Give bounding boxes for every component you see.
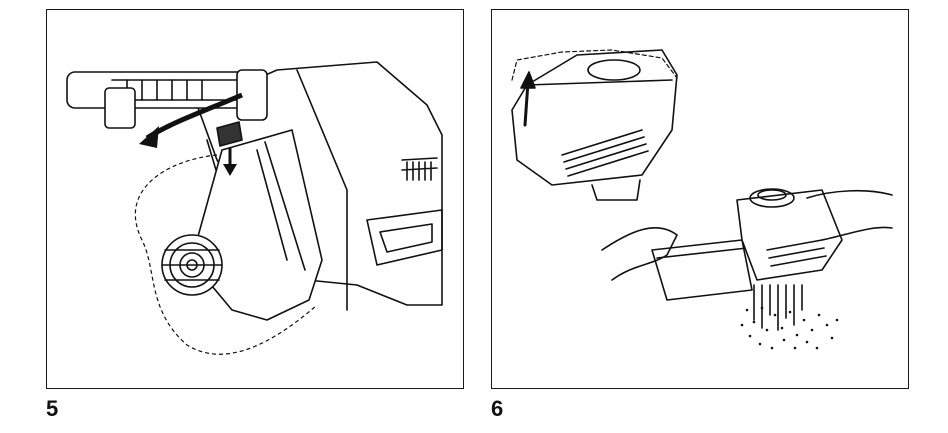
dust-box-emptying-drawing	[511, 49, 893, 350]
figure-number-5: 5	[46, 396, 59, 421]
figure-6-illustration	[491, 9, 909, 389]
dust-particles	[740, 306, 839, 350]
figure-5-illustration	[46, 9, 464, 389]
tool-dust-extractor-drawing	[66, 61, 443, 355]
figure-number-6: 6	[491, 396, 504, 421]
